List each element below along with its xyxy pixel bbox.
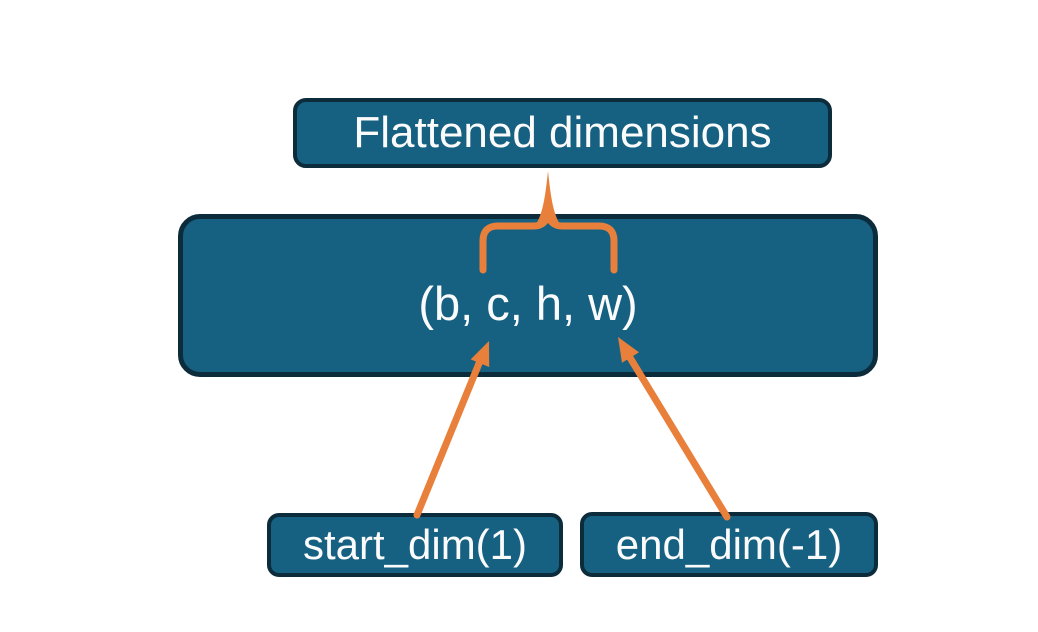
flattened-dimensions-label: Flattened dimensions bbox=[353, 108, 772, 157]
end-dim-arrow-line bbox=[625, 352, 731, 521]
start-dim-arrow-line bbox=[413, 357, 484, 519]
end-dim-label: end_dim(-1) bbox=[615, 520, 843, 568]
start-dim-box: start_dim(1) bbox=[267, 513, 563, 577]
tensor-shape-box: (b, c, h, w) bbox=[178, 214, 878, 377]
flattened-dimensions-box: Flattened dimensions bbox=[293, 98, 832, 168]
tensor-shape-label: (b, c, h, w) bbox=[418, 276, 638, 330]
start-dim-label: start_dim(1) bbox=[302, 521, 528, 568]
end-dim-box: end_dim(-1) bbox=[580, 512, 878, 577]
